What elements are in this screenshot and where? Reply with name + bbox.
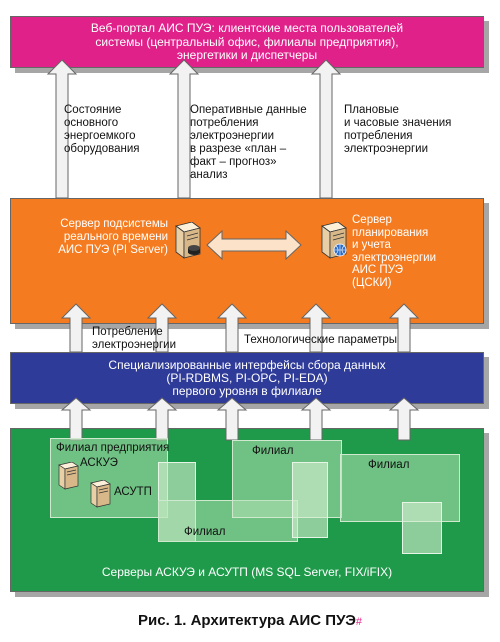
cski-server-line: электроэнергии (352, 251, 436, 264)
up-arrow-operational-data (168, 59, 200, 199)
up-arrow-tech-params-left (216, 303, 248, 353)
asutp-label: АСУТП (114, 486, 152, 498)
flow-left-line: основного (64, 117, 119, 129)
flow-right-line: электроэнергии (344, 143, 428, 155)
up-arrow-branch-4 (300, 397, 332, 441)
branch-label-3: Филиал (184, 526, 226, 538)
web-portal-line-2: системы (центральный офис, филиалы предп… (95, 34, 399, 49)
pi-server-line: Сервер подсистемы (60, 218, 168, 230)
web-portal-line-1: Веб-портал АИС ПУЭ: клиентские места пол… (90, 21, 404, 35)
cski-server-line: АИС ПУЭ (352, 264, 404, 276)
up-arrow-tech-params-mid (300, 303, 332, 353)
asutp-server-icon (90, 480, 111, 508)
bidirectional-arrow (206, 229, 302, 261)
up-arrow-tech-params-right (388, 303, 420, 353)
figure-caption-mark: # (355, 616, 362, 628)
flow-label-consumption: Потребление электроэнергии (92, 326, 212, 352)
branch-main-label: Филиал предприятия (56, 442, 170, 454)
flow-middle-line: анализ (190, 169, 228, 181)
up-arrow-branch-2 (146, 397, 178, 441)
figure-caption: Рис. 1. Архитектура АИС ПУЭ# (0, 612, 500, 629)
branches-footer-label: Серверы АСКУЭ и АСУТП (MS SQL Server, FI… (101, 565, 393, 579)
pi-server-line: АИС ПУЭ (PI Server) (58, 244, 168, 256)
interfaces-line-1: Специализированные интерфейсы сбора данн… (108, 358, 386, 372)
pi-server-label: Сервер подсистемы реального времени АИС … (20, 218, 168, 257)
consumption-line: электроэнергии (92, 339, 176, 351)
flow-left-line: энергоемкого (64, 130, 136, 142)
cski-server-icon (321, 222, 347, 259)
up-arrow-equipment-state (46, 59, 78, 199)
interfaces-band (10, 352, 484, 404)
branch-label-2: Филиал (368, 459, 410, 471)
web-portal-line-3: энергетики и диспетчеры (176, 48, 318, 62)
cski-server-line: планирования (352, 226, 429, 239)
flow-right-line: и часовые значения (344, 117, 452, 129)
flow-label-planned-values: Плановые и часовые значения потребления … (344, 104, 484, 156)
up-arrow-branch-3 (216, 397, 248, 441)
cski-server-line: и учета (352, 239, 391, 251)
flow-label-operational-data: Оперативные данные потребления электроэн… (190, 104, 320, 182)
flow-right-line: Плановые (344, 104, 399, 116)
up-arrow-consumption-mid (146, 303, 178, 353)
pi-server-line: реального времени (63, 231, 168, 243)
flow-middle-line: факт – прогноз» (190, 156, 277, 168)
flow-middle-line: электроэнергии (190, 130, 274, 142)
flow-left-line: оборудования (64, 143, 140, 155)
flow-label-equipment-state: Состояние основного энергоемкого оборудо… (64, 104, 174, 156)
interfaces-label: Специализированные интерфейсы сбора данн… (10, 359, 484, 398)
web-portal-band (10, 16, 484, 68)
branch-label-1: Филиал (252, 445, 294, 457)
web-portal-label: Веб-портал АИС ПУЭ: клиентские места пол… (10, 21, 484, 63)
consumption-line: Потребление (92, 326, 163, 338)
flow-right-line: потребления (344, 130, 413, 142)
up-arrow-branch-5 (388, 397, 420, 441)
pi-server-icon (175, 222, 201, 259)
up-arrow-consumption-left (60, 303, 92, 353)
flow-middle-line: в разрезе «план – (190, 143, 287, 155)
flow-label-tech-params: Технологические параметры (244, 334, 398, 346)
figure-caption-text: Рис. 1. Архитектура АИС ПУЭ (138, 612, 356, 629)
interfaces-line-2: (PI-RDBMS, PI-OPC, PI-EDA) (166, 371, 328, 385)
cski-server-line: Сервер (352, 214, 392, 226)
server-layer-band (10, 198, 484, 324)
flow-middle-line: Оперативные данные (190, 104, 307, 116)
interfaces-line-3: первого уровня в филиале (172, 384, 322, 398)
flow-middle-line: потребления (190, 117, 259, 129)
up-arrow-branch-1 (60, 397, 92, 441)
cski-server-label: Сервер планирования и учета электроэнерг… (352, 214, 482, 289)
askue-server-icon (58, 462, 79, 490)
up-arrow-planned-values (310, 59, 342, 199)
branch-box-f (402, 502, 442, 554)
askue-label: АСКУЭ (80, 457, 118, 469)
cski-server-line: (ЦСКИ) (352, 276, 392, 289)
branch-box-d (292, 462, 328, 538)
flow-left-line: Состояние (64, 104, 122, 116)
